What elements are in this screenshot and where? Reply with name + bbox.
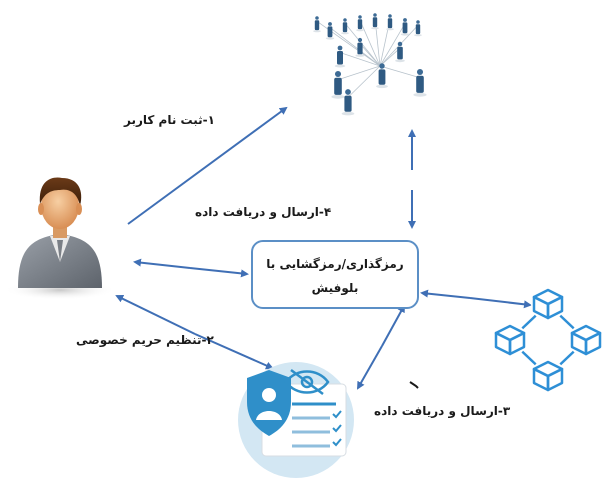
person-figure	[355, 37, 365, 57]
arrow-privacy-to-box	[381, 304, 405, 347]
person-figure	[325, 22, 335, 40]
stray-mark	[409, 381, 419, 389]
person-figure	[356, 15, 364, 32]
person-figure	[395, 41, 405, 63]
person-figure	[331, 70, 345, 99]
step1-label: ۱-ثبت نام کاربر	[124, 113, 215, 127]
blockchain-cubes-icon	[493, 287, 603, 393]
blowfish-encryption-box: رمزگذاری/رمزگشایی با بلوفیش	[251, 240, 419, 309]
arrows	[115, 106, 532, 390]
person-figure	[376, 63, 388, 89]
step3-label: ۳-ارسال و دریافت داده	[374, 404, 511, 418]
block-cube	[570, 324, 602, 356]
arrow-box-to-blockchain	[469, 297, 532, 309]
person-figure	[334, 45, 346, 68]
center-box-line1: رمزگذاری/رمزگشایی با	[266, 257, 404, 271]
person-figure	[341, 89, 355, 116]
arrow-blockchain-to-box	[420, 289, 471, 299]
arrow-user-to-privacy	[194, 333, 274, 370]
center-box-line2: بلوفیش	[311, 281, 359, 295]
arrow-privacy-to-user	[115, 295, 196, 335]
step4-label: ۴-ارسال و دریافت داده	[195, 205, 332, 219]
step2-label: ۲-تنظیم حریم خصوصی	[76, 333, 214, 347]
block-cube	[532, 288, 564, 320]
block-cube	[494, 324, 526, 356]
block-cube	[532, 360, 564, 392]
person-figure	[371, 13, 379, 30]
arrow-box-to-privacy	[357, 345, 383, 390]
person-figure	[413, 68, 427, 97]
arrow-user-to-box	[189, 267, 249, 278]
user-avatar-icon	[4, 177, 116, 300]
person-figure	[313, 16, 321, 33]
person-figure	[400, 18, 410, 36]
privacy-profile-card-icon	[238, 362, 354, 478]
person-figure	[341, 18, 349, 35]
arrow-box-to-user	[133, 258, 191, 269]
person-figure	[414, 20, 422, 37]
person-figure	[386, 14, 394, 31]
people-network-icon	[313, 13, 427, 116]
arrow-user-to-network	[127, 106, 288, 225]
